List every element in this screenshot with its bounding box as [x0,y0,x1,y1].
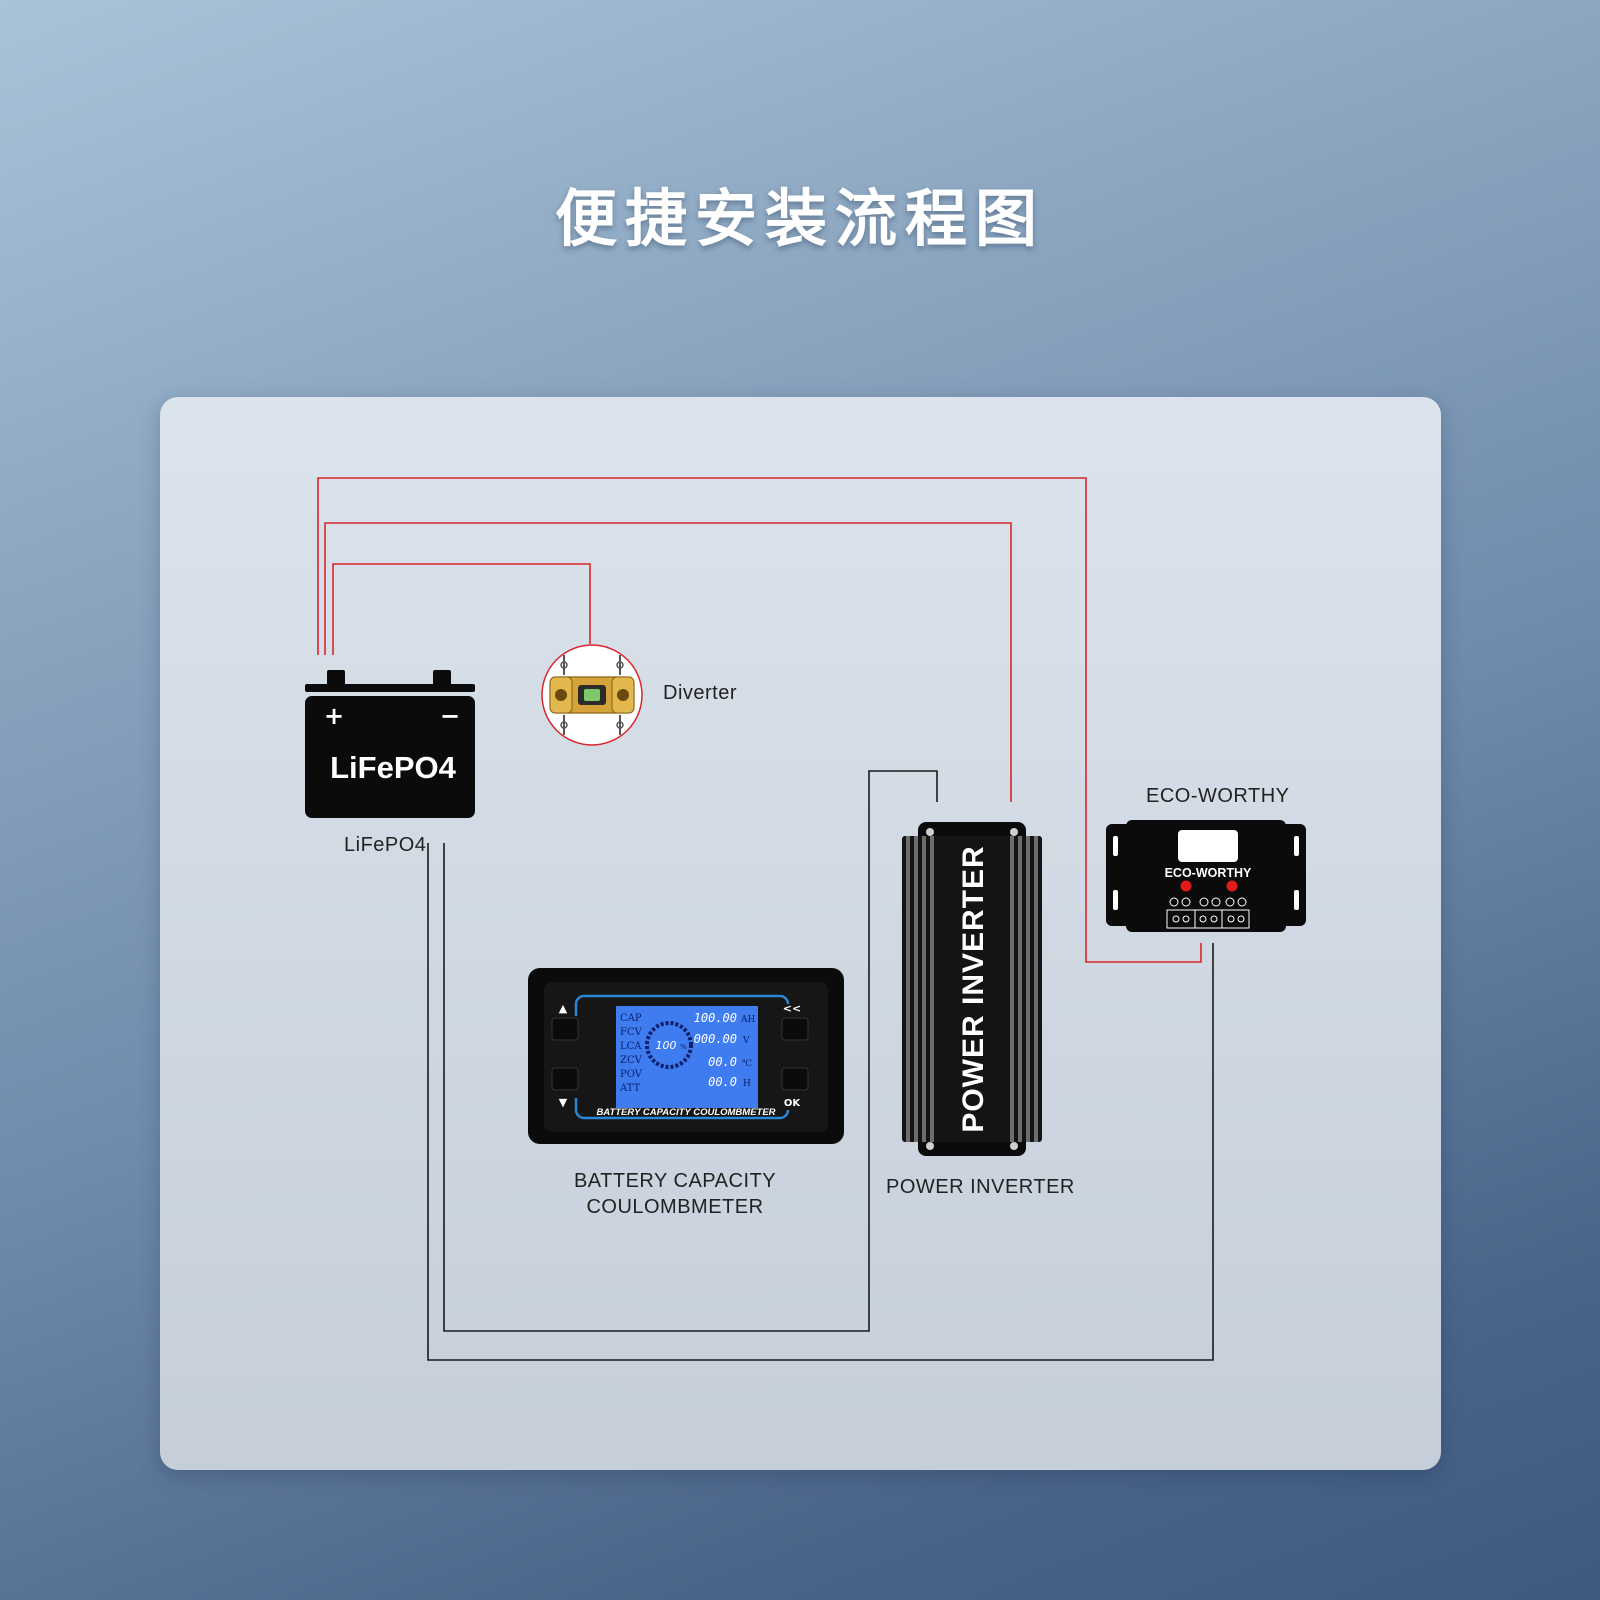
lifepo4-battery-icon: + − LiFePO4 [305,670,475,818]
power-inverter-icon: POWER INVERTER [902,822,1042,1156]
meter-up-button: ▲ [559,1002,568,1015]
battery-coulombmeter-icon: ▲ ▼ << OK CAP FCV LCA ZCV POV ATT 100 % … [528,968,844,1144]
coulombmeter-label-line1: BATTERY CAPACITY [573,1170,777,1192]
battery-label: LiFePO4 [344,834,427,856]
coulombmeter-label-line2: COULOMBMETER [586,1196,764,1218]
meter-back-button: << [783,1002,801,1015]
meter-label-fcv: FCV [620,1027,643,1038]
meter-percent: 100 [656,1039,677,1052]
meter-label-att: ATT [619,1083,641,1094]
meter-percent-unit: % [680,1043,687,1051]
coulombmeter-label: BATTERY CAPACITY COULOMBMETER [560,1168,790,1220]
wire-battery-to-controller-negative [427,843,1214,1361]
controller-label: ECO-WORTHY [1146,785,1290,807]
meter-ok-button: OK [784,1098,802,1109]
battery-face-text: LiFePO4 [330,750,457,785]
wire-battery-to-diverter-positive [332,563,591,655]
meter-label-lca: LCA [620,1041,642,1052]
meter-unit-ah: AH [740,1015,755,1025]
wire-battery-to-controller-positive [317,477,1202,963]
page-title: 便捷安装流程图 [554,182,1045,255]
meter-label-zcv: ZCV [620,1055,643,1066]
meter-brand-text: BATTERY CAPACITY COULOMBMETER [596,1107,775,1118]
battery-plus-sign: + [324,702,344,730]
wire-battery-to-inverter-positive [324,522,1012,802]
inverter-body-text: POWER INVERTER [957,845,990,1132]
diagram-panel [160,397,1441,1470]
diverter-label: Diverter [663,682,738,704]
meter-unit-temp: ℃ [742,1059,752,1069]
meter-reading-volts: 000.00 [694,1032,737,1046]
battery-minus-sign: − [440,702,460,730]
power-inverter-label: POWER INVERTER [886,1176,1075,1198]
meter-reading-temp: 00.0 [708,1055,737,1069]
meter-label-cap: CAP [620,1013,642,1024]
meter-reading-ah: 100.00 [694,1011,737,1025]
wire-battery-to-inverter-negative [443,770,938,1332]
meter-unit-hours: H [743,1079,751,1089]
meter-unit-volts: V [742,1036,750,1046]
meter-down-button: ▼ [559,1096,568,1109]
eco-worthy-controller-icon: ECO-WORTHY [1106,820,1306,932]
meter-reading-hours: 00.0 [708,1075,737,1089]
meter-label-pov: POV [620,1069,643,1080]
controller-face-text: ECO-WORTHY [1165,866,1252,880]
diverter-icon [541,644,643,746]
